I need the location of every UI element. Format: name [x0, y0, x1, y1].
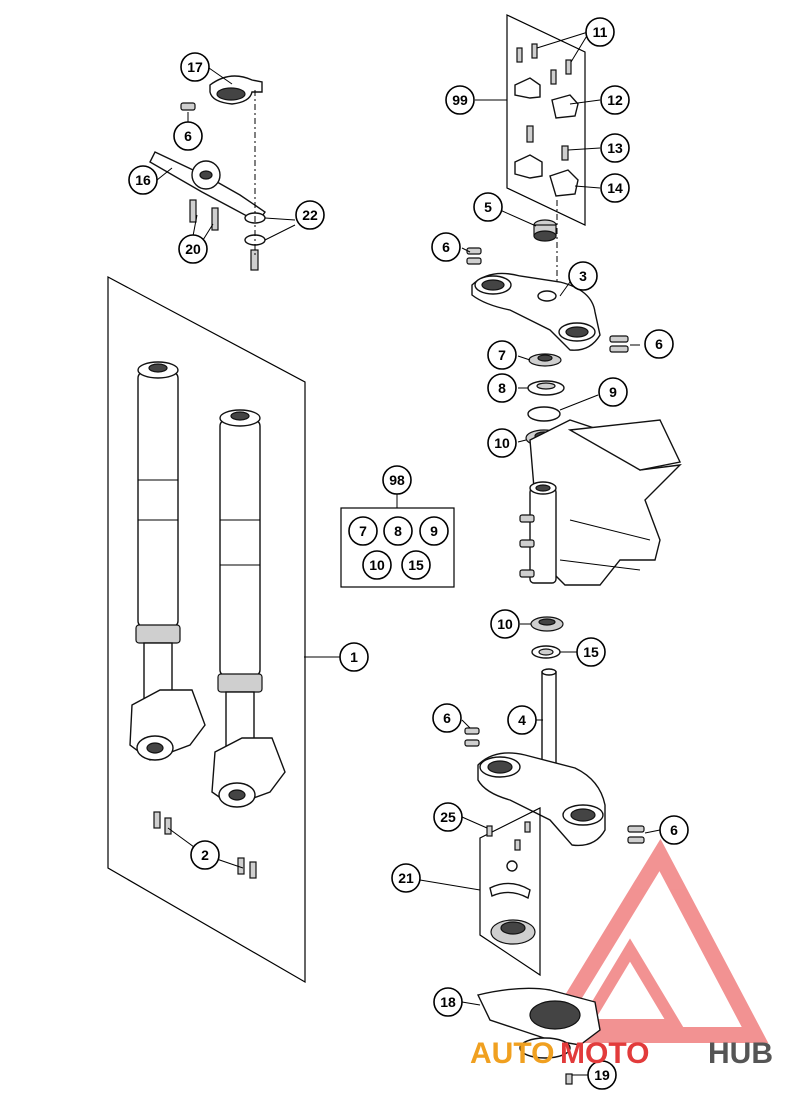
- right-fork-leg: [211, 409, 286, 808]
- callout-16: 16: [128, 165, 158, 195]
- callout-1: 1: [339, 642, 369, 672]
- callout-20: 20: [178, 234, 208, 264]
- lower-triple-clamp: [461, 668, 661, 847]
- callout-6-damper: 6: [173, 121, 203, 151]
- svg-text:6: 6: [442, 239, 450, 255]
- kit-98-item-7: 7: [348, 516, 378, 546]
- callout-98: 98: [382, 465, 412, 495]
- callout-6-upper-left: 6: [431, 232, 461, 262]
- svg-text:12: 12: [607, 92, 623, 108]
- svg-text:17: 17: [187, 59, 203, 75]
- callout-21: 21: [391, 863, 421, 893]
- svg-text:MOTO: MOTO: [560, 1037, 649, 1070]
- svg-text:99: 99: [452, 92, 468, 108]
- clamp-kit-parts: [475, 31, 601, 290]
- fork-group-outline: [107, 276, 306, 984]
- svg-text:20: 20: [185, 241, 201, 257]
- svg-text:6: 6: [655, 336, 663, 352]
- svg-text:7: 7: [359, 523, 367, 539]
- svg-text:7: 7: [498, 347, 506, 363]
- bearing-stack-lower: [520, 616, 578, 659]
- svg-text:98: 98: [389, 472, 405, 488]
- callout-10-lower: 10: [490, 609, 520, 639]
- kit-98-item-10: 10: [362, 550, 392, 580]
- svg-text:5: 5: [484, 199, 492, 215]
- callout-18: 18: [433, 987, 463, 1017]
- callout-14: 14: [600, 173, 630, 203]
- svg-text:14: 14: [607, 180, 623, 196]
- svg-text:21: 21: [398, 870, 414, 886]
- clamp-kit-outline: [506, 14, 586, 226]
- callout-13: 13: [600, 133, 630, 163]
- callout-9: 9: [598, 377, 628, 407]
- kit-98-contents: 7 8 9 10 15: [348, 516, 449, 580]
- svg-text:9: 9: [430, 523, 438, 539]
- callout-6-upper-right: 6: [644, 329, 674, 359]
- callout-8: 8: [487, 373, 517, 403]
- svg-text:19: 19: [594, 1067, 610, 1083]
- svg-text:2: 2: [201, 847, 209, 863]
- svg-text:11: 11: [593, 24, 608, 40]
- callout-4: 4: [507, 705, 537, 735]
- callout-15: 15: [576, 637, 606, 667]
- svg-text:15: 15: [583, 644, 599, 660]
- callout-19: 19: [587, 1060, 617, 1090]
- callout-3: 3: [568, 261, 598, 291]
- callout-11: 11: [585, 17, 615, 47]
- callout-5: 5: [473, 192, 503, 222]
- callout-99: 99: [445, 85, 475, 115]
- svg-text:AUTO: AUTO: [470, 1037, 554, 1070]
- frame-subassembly: [519, 419, 682, 586]
- svg-text:6: 6: [184, 128, 192, 144]
- callout-2: 2: [190, 840, 220, 870]
- left-fork-leg: [129, 361, 206, 761]
- steering-damper-assembly: [149, 75, 296, 271]
- watermark-logo: [535, 838, 769, 1043]
- svg-text:4: 4: [518, 712, 526, 728]
- upper-triple-clamp: [461, 247, 640, 353]
- callout-6-lower-left: 6: [432, 703, 462, 733]
- svg-text:3: 3: [579, 268, 587, 284]
- callout-7: 7: [487, 340, 517, 370]
- svg-text:18: 18: [440, 994, 456, 1010]
- callout-10-upper: 10: [487, 428, 517, 458]
- callout-17: 17: [180, 52, 210, 82]
- callout-6-lower-right: 6: [659, 815, 689, 845]
- callout-25: 25: [433, 802, 463, 832]
- svg-text:9: 9: [609, 384, 617, 400]
- callout-12: 12: [600, 85, 630, 115]
- svg-text:8: 8: [394, 523, 402, 539]
- svg-text:8: 8: [498, 380, 506, 396]
- svg-text:16: 16: [135, 172, 151, 188]
- svg-text:10: 10: [369, 557, 385, 573]
- svg-text:6: 6: [443, 710, 451, 726]
- callout-22: 22: [295, 200, 325, 230]
- sensor-kit-parts: [419, 816, 536, 945]
- nut-item-5: [499, 209, 557, 242]
- svg-text:13: 13: [607, 140, 623, 156]
- steering-lock-plate: [461, 987, 601, 1085]
- svg-text:22: 22: [302, 207, 318, 223]
- svg-text:15: 15: [408, 557, 424, 573]
- svg-text:10: 10: [497, 616, 513, 632]
- svg-text:1: 1: [350, 649, 358, 665]
- kit-98-item-15: 15: [401, 550, 431, 580]
- watermark-text: AUTO MOTO HUB: [470, 1037, 773, 1070]
- kit-98-item-8: 8: [383, 516, 413, 546]
- kit-98-item-9: 9: [419, 516, 449, 546]
- svg-text:10: 10: [494, 435, 510, 451]
- svg-text:HUB: HUB: [708, 1037, 773, 1070]
- svg-text:25: 25: [440, 809, 456, 825]
- sensor-kit-outline: [479, 807, 541, 977]
- svg-text:6: 6: [670, 822, 678, 838]
